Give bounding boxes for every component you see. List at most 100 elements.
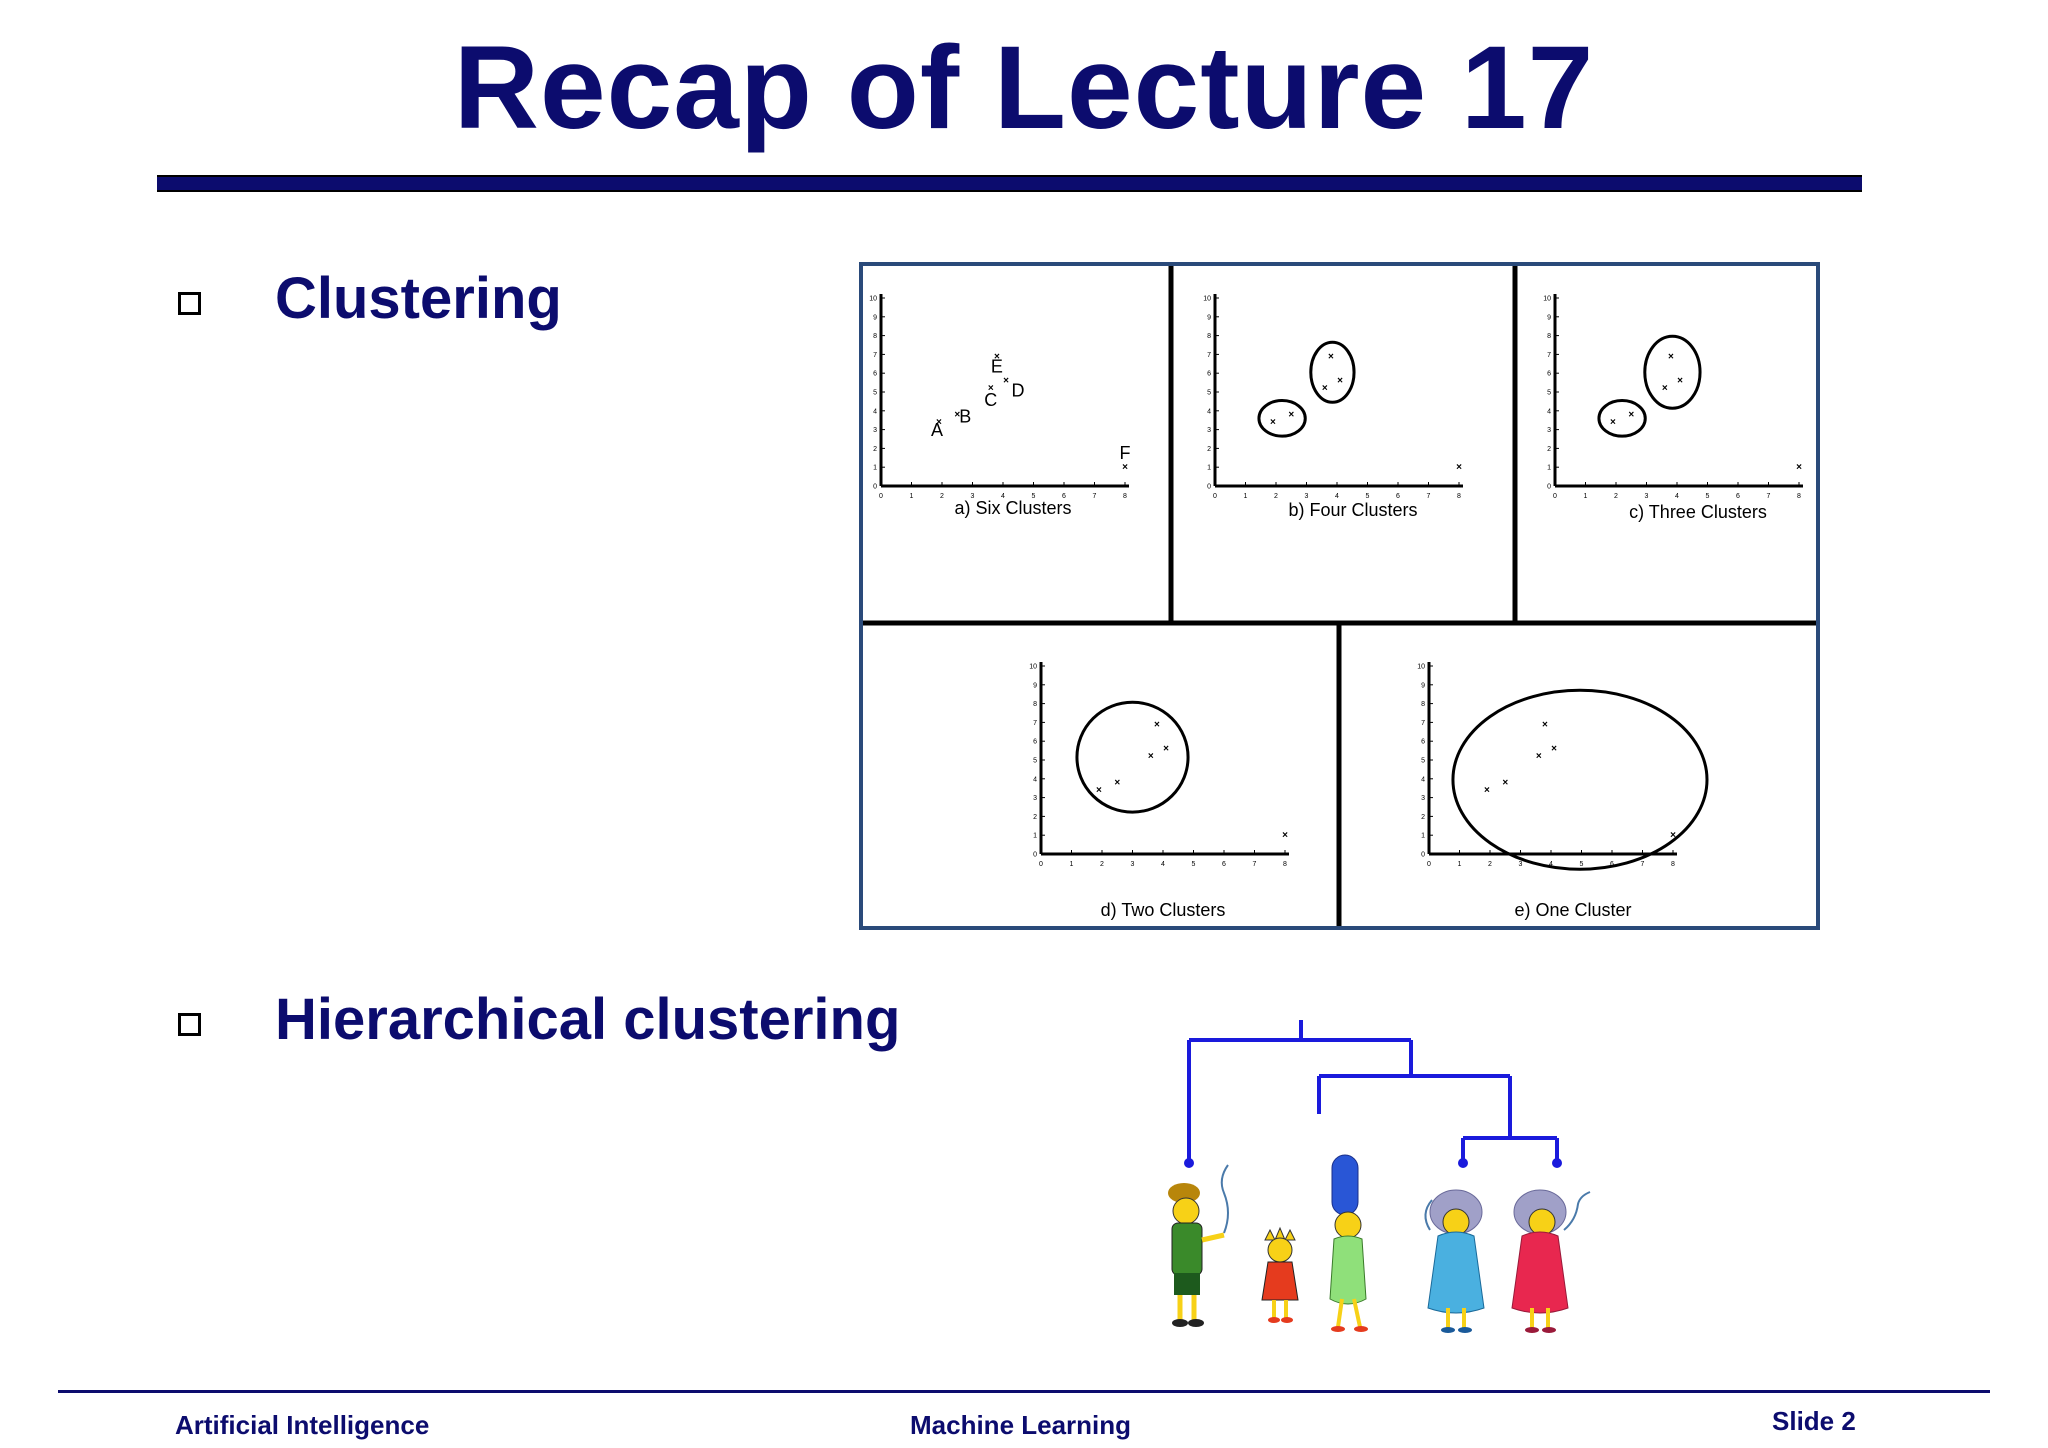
y-tick-label: 7 <box>1207 352 1211 359</box>
y-tick-label: 1 <box>1033 833 1037 840</box>
y-tick-label: 0 <box>873 484 877 491</box>
y-tick-label: 5 <box>1547 390 1551 397</box>
x-tick-label: 0 <box>1039 861 1043 868</box>
cluster-circle <box>1451 688 1709 871</box>
y-tick-label: 2 <box>873 446 877 453</box>
x-tick-label: 4 <box>1001 493 1005 500</box>
y-tick-label: 8 <box>1207 333 1211 340</box>
data-point-d: × <box>1003 376 1009 387</box>
footer-rule <box>58 1390 1990 1393</box>
data-point-e: × <box>1154 719 1160 730</box>
panel-caption: a) Six Clusters <box>954 498 1071 518</box>
slide-title: Recap of Lecture 17 <box>453 22 1595 154</box>
x-tick-label: 2 <box>940 493 944 500</box>
y-tick-label: 2 <box>1033 814 1037 821</box>
x-tick-label: 2 <box>1100 861 1104 868</box>
y-tick-label: 6 <box>1033 739 1037 746</box>
data-point-a: × <box>1610 417 1616 428</box>
lisa-figure-icon <box>1261 1226 1299 1323</box>
x-tick-label: 7 <box>1767 493 1771 500</box>
y-tick-label: 7 <box>873 352 877 359</box>
cluster-circle <box>1597 399 1647 438</box>
x-tick-label: 5 <box>1032 493 1036 500</box>
x-tick-label: 1 <box>1070 861 1074 868</box>
y-tick-label: 10 <box>1417 664 1425 671</box>
y-tick-label: 2 <box>1207 446 1211 453</box>
y-tick-label: 0 <box>1207 484 1211 491</box>
dendrogram-leaf-dot <box>1184 1158 1194 1168</box>
footer-topic: Machine Learning <box>910 1410 1132 1440</box>
x-tick-label: 4 <box>1335 493 1339 500</box>
y-tick-label: 6 <box>873 371 877 378</box>
y-tick-label: 0 <box>1421 852 1425 859</box>
y-tick-label: 4 <box>873 408 877 415</box>
y-tick-label: 9 <box>1033 682 1037 689</box>
data-point-f: × <box>1282 830 1288 841</box>
selma-figure-icon <box>1511 1189 1591 1333</box>
y-tick-label: 6 <box>1207 371 1211 378</box>
y-tick-label: 9 <box>873 314 877 321</box>
y-tick-label: 1 <box>1207 465 1211 472</box>
x-tick-label: 3 <box>1519 861 1523 868</box>
point-label-c: C <box>984 390 997 410</box>
data-point-c: × <box>1536 751 1542 762</box>
y-tick-label: 7 <box>1033 720 1037 727</box>
data-point-b: × <box>1628 410 1634 421</box>
y-tick-label: 2 <box>1421 814 1425 821</box>
x-tick-label: 7 <box>1641 861 1645 868</box>
dendrogram <box>1168 1020 1591 1333</box>
y-tick-label: 3 <box>1033 795 1037 802</box>
x-tick-label: 4 <box>1675 493 1679 500</box>
y-tick-label: 7 <box>1547 352 1551 359</box>
y-tick-label: 4 <box>1207 408 1211 415</box>
y-tick-label: 3 <box>1207 427 1211 434</box>
panel-caption: e) One Cluster <box>1514 900 1631 920</box>
panel-caption: c) Three Clusters <box>1629 502 1767 522</box>
data-point-e: × <box>1542 719 1548 730</box>
y-tick-label: 0 <box>1033 852 1037 859</box>
data-point-c: × <box>1148 751 1154 762</box>
x-tick-label: 3 <box>1645 493 1649 500</box>
data-point-c: × <box>1322 383 1328 394</box>
data-point-a: × <box>1096 785 1102 796</box>
x-tick-label: 3 <box>1305 493 1309 500</box>
y-tick-label: 9 <box>1547 314 1551 321</box>
patty-figure-icon <box>1424 1189 1485 1333</box>
x-tick-label: 0 <box>1553 493 1557 500</box>
x-tick-label: 5 <box>1580 861 1584 868</box>
y-tick-label: 10 <box>1543 296 1551 303</box>
point-label-a: A <box>931 420 943 440</box>
x-tick-label: 0 <box>1213 493 1217 500</box>
y-tick-label: 10 <box>1029 664 1037 671</box>
x-tick-label: 0 <box>1427 861 1431 868</box>
x-tick-label: 8 <box>1283 861 1287 868</box>
cluster-circle <box>1075 700 1190 814</box>
data-point-a: × <box>1484 785 1490 796</box>
x-tick-label: 1 <box>1244 493 1248 500</box>
point-label-f: F <box>1120 443 1131 463</box>
y-tick-label: 3 <box>1421 795 1425 802</box>
data-point-d: × <box>1337 376 1343 387</box>
data-point-e: × <box>1668 351 1674 362</box>
y-tick-label: 6 <box>1421 739 1425 746</box>
panel-caption: d) Two Clusters <box>1101 900 1226 920</box>
data-point-d: × <box>1163 744 1169 755</box>
footer-course: Artificial Intelligence <box>175 1410 430 1440</box>
y-tick-label: 10 <box>1203 296 1211 303</box>
y-tick-label: 5 <box>873 390 877 397</box>
x-tick-label: 3 <box>971 493 975 500</box>
bullet-square-icon <box>178 292 201 315</box>
data-point-d: × <box>1677 376 1683 387</box>
data-point-f: × <box>1122 462 1128 473</box>
data-point-d: × <box>1551 744 1557 755</box>
point-label-b: B <box>959 407 971 427</box>
x-tick-label: 4 <box>1549 861 1553 868</box>
y-tick-label: 1 <box>873 465 877 472</box>
dendrogram-leaf-dot <box>1552 1158 1562 1168</box>
x-tick-label: 6 <box>1222 861 1226 868</box>
cluster-circle <box>1643 334 1702 410</box>
y-tick-label: 10 <box>869 296 877 303</box>
data-point-b: × <box>1114 778 1120 789</box>
